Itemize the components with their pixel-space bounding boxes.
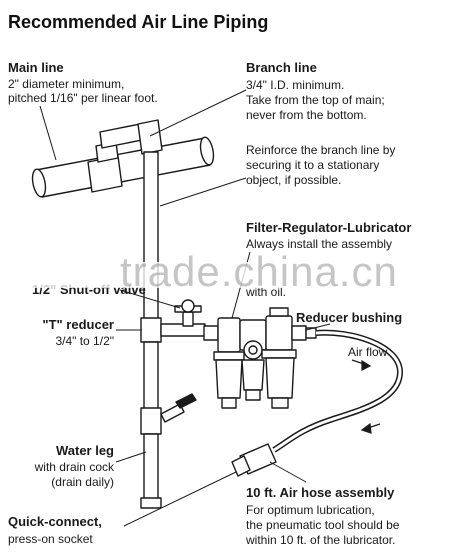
t-reducer-desc: 3/4" to 1/2" <box>55 334 114 348</box>
water-leg-desc-2: (drain daily) <box>51 475 114 489</box>
frl-heading: Filter-Regulator-Lubricator <box>246 220 412 235</box>
reinforce-desc-2: securing it to a stationary <box>246 158 380 172</box>
frl-assembly <box>203 307 317 409</box>
branch-line-pipe <box>140 151 162 509</box>
frl-desc-2: with oil. <box>246 285 287 299</box>
branch-line-desc-3: never from the bottom. <box>246 108 367 122</box>
water-leg-heading: Water leg <box>55 443 114 458</box>
leader-lines <box>39 89 331 527</box>
quick-connect-desc: press-on socket <box>8 532 93 546</box>
reinforce-desc-1: Reinforce the branch line by <box>246 143 396 157</box>
watermark: trade.china.cn <box>120 248 398 295</box>
air-hose <box>272 329 403 453</box>
main-line-heading: Main line <box>8 60 64 75</box>
branch-elbow <box>99 119 163 155</box>
branch-line-desc-1: 3/4" I.D. minimum. <box>246 78 345 92</box>
hose-desc-3: within 10 ft. of the lubricator. <box>246 533 396 547</box>
water-leg-desc-1: with drain cock <box>34 460 114 474</box>
frl-desc-1: Always install the assembly <box>246 237 393 251</box>
air-flow-arrows <box>351 359 381 434</box>
quick-connect-socket <box>231 443 277 477</box>
drain-cock <box>160 393 197 423</box>
main-line-desc-1: 2" diameter minimum, <box>8 77 125 91</box>
quick-connect-heading: Quick-connect, <box>8 514 102 529</box>
t-reducer-branch <box>160 299 206 337</box>
watermark-band <box>0 262 470 288</box>
hose-heading: 10 ft. Air hose assembly <box>246 485 395 500</box>
branch-line-desc-2: Take from the top of main; <box>246 93 385 107</box>
air-flow-label: Air flow <box>348 345 388 359</box>
main-line-pipe <box>31 136 215 198</box>
diagram-title: Recommended Air Line Piping <box>8 12 269 32</box>
reinforce-desc-3: object, if possible. <box>246 173 342 187</box>
reducer-bushing-heading: Reducer bushing <box>296 310 403 325</box>
main-line-desc-2: pitched 1/16" per linear foot. <box>8 91 158 105</box>
hose-desc-2: the pneumatic tool should be <box>246 518 400 532</box>
hose-desc-1: For optimum lubrication, <box>246 503 375 517</box>
t-reducer-heading: "T" reducer <box>42 317 114 332</box>
branch-line-heading: Branch line <box>246 60 317 75</box>
